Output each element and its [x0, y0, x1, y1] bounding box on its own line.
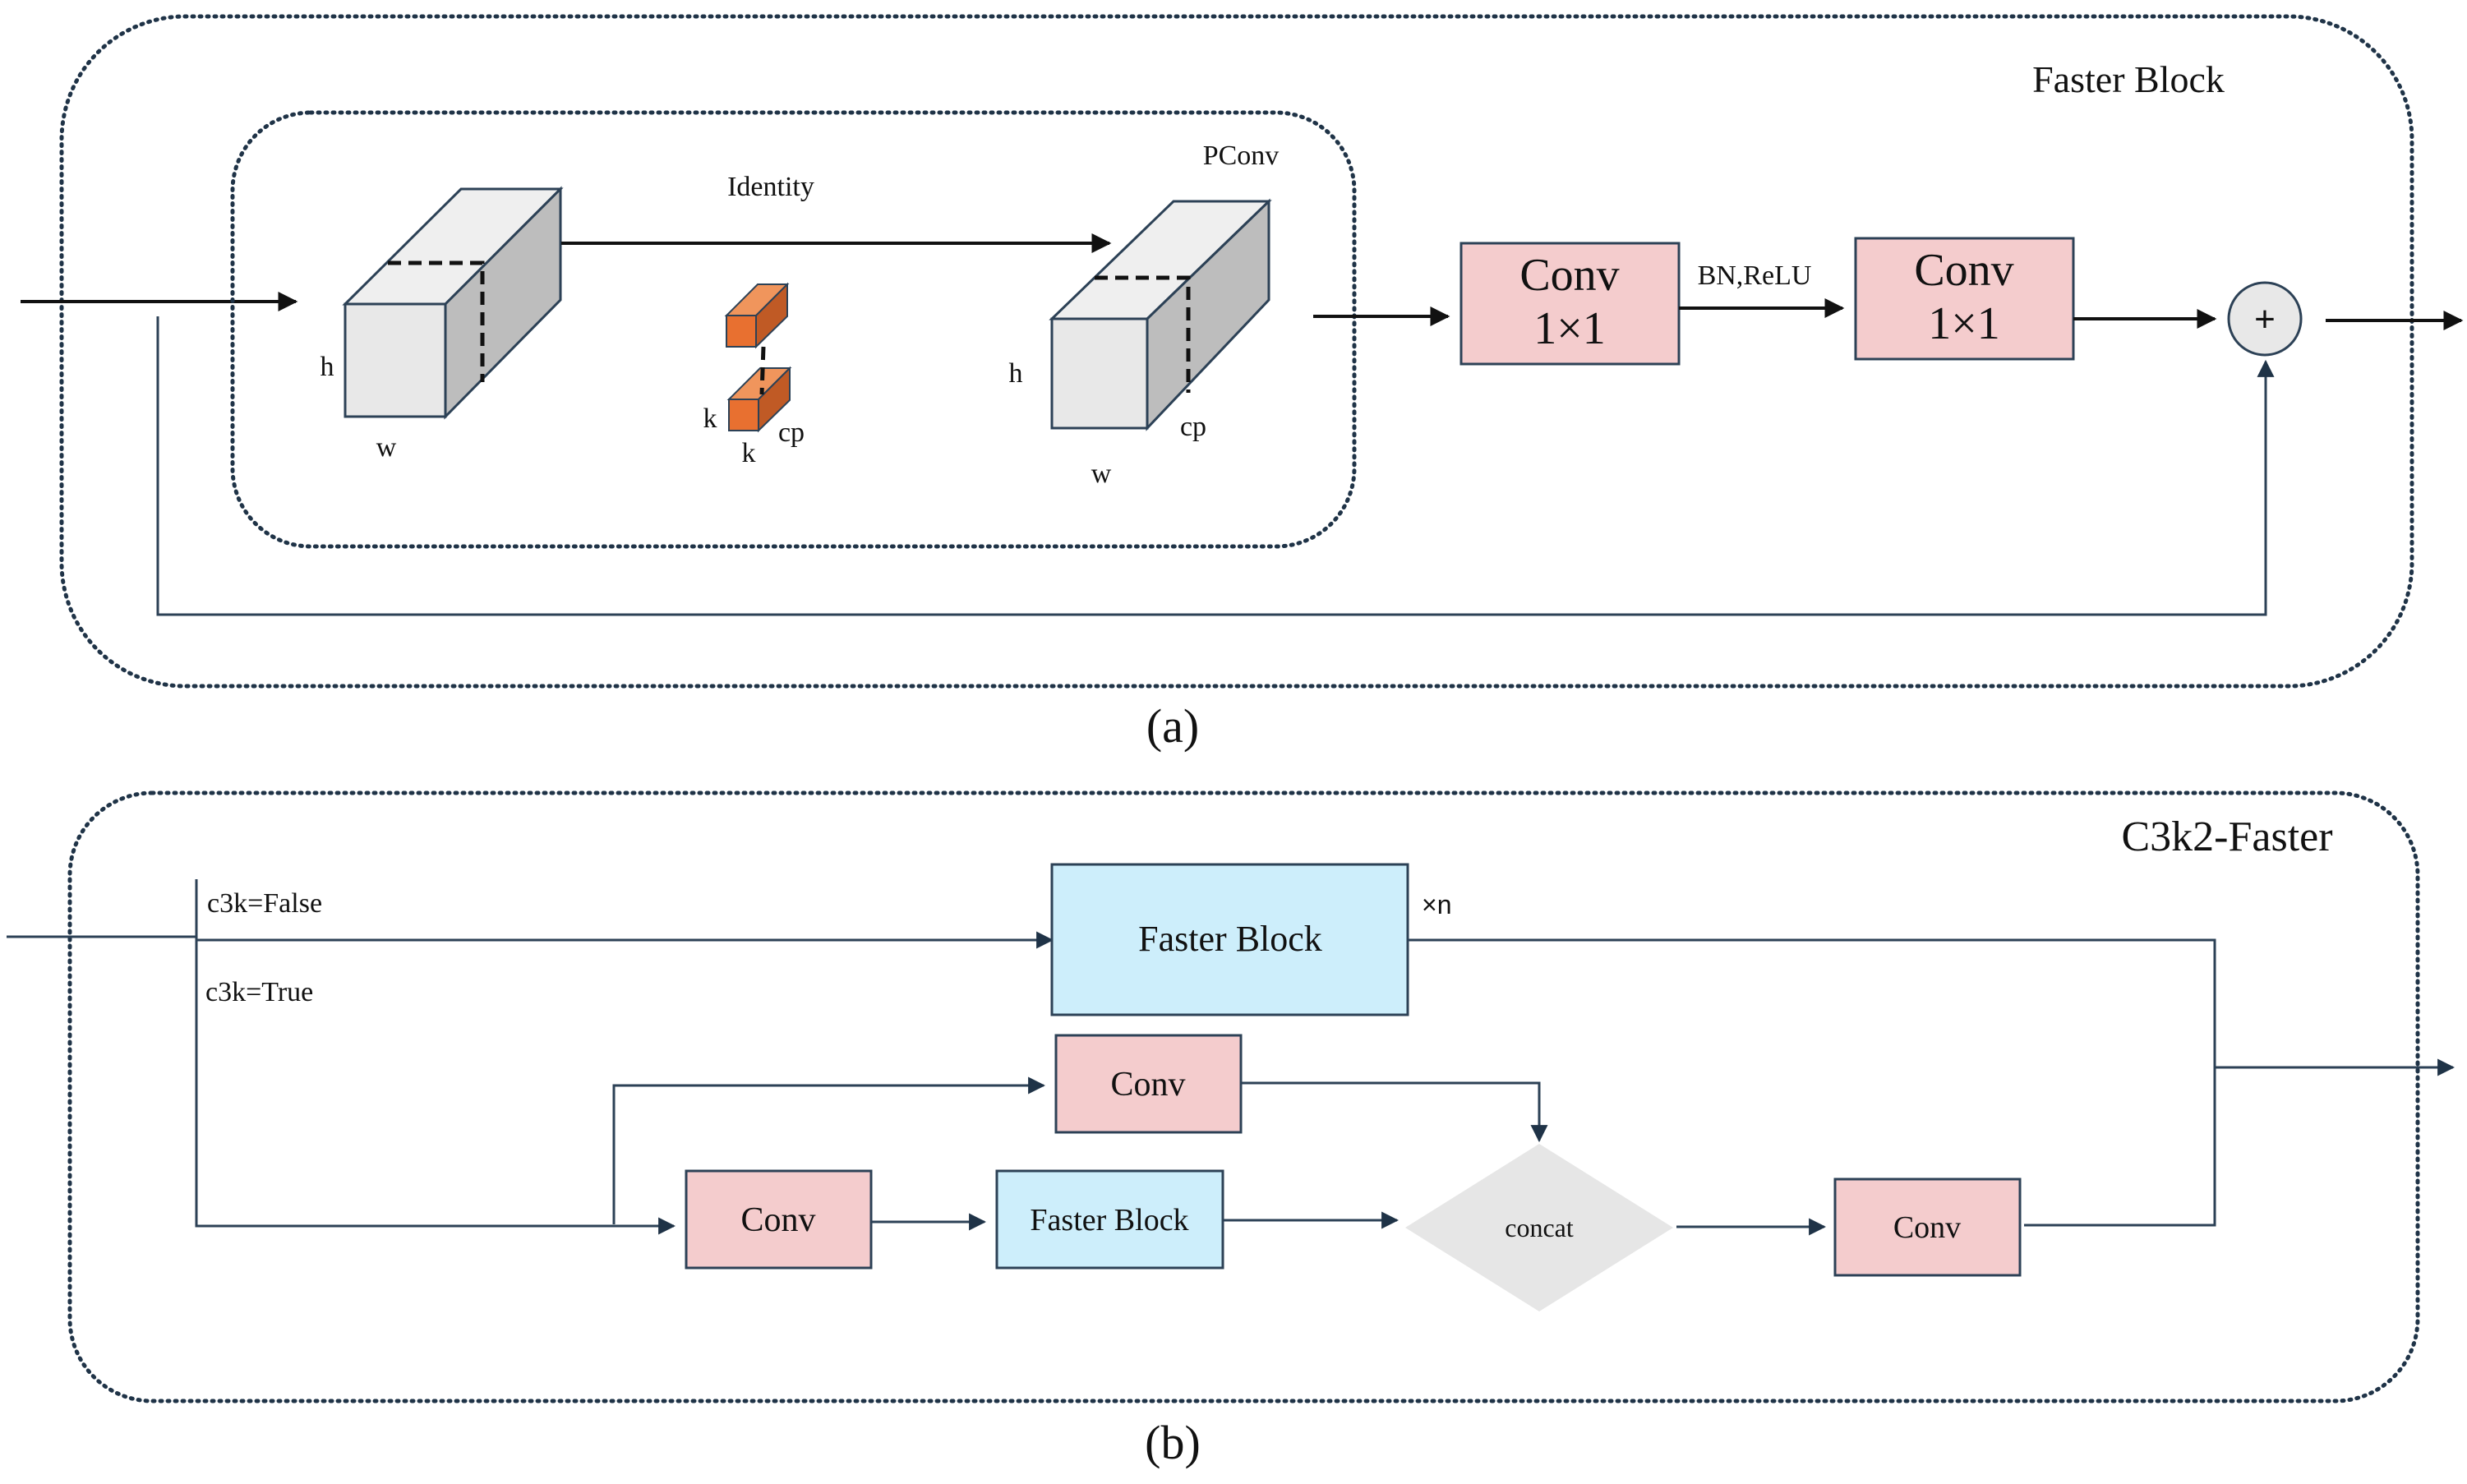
repeat-label: ×n: [1422, 890, 1451, 919]
conv1x1-second: Conv 1×1: [1854, 237, 2075, 361]
faster-block-bottom: Faster Block: [995, 1169, 1224, 1270]
panel-a-caption: (a): [1146, 699, 1199, 753]
conv-out-label: Conv: [1893, 1210, 1961, 1245]
add-symbol: +: [2254, 299, 2276, 339]
pconv-title: PConv: [1203, 141, 1280, 171]
panel-b-caption: (b): [1145, 1416, 1201, 1469]
conv-bottom-label: Conv: [740, 1201, 815, 1239]
add-node: +: [2227, 281, 2303, 357]
faster-block-bottom-box: [995, 1169, 1224, 1270]
residual-skip-connection: [156, 316, 2275, 616]
conv-mid-feed-line: [612, 1076, 1046, 1224]
conv-bottom: Conv: [685, 1169, 873, 1270]
faster-block-top-box: [1050, 863, 1409, 1016]
kernel-cp-label: cp: [778, 417, 805, 448]
conv1-box: [1459, 242, 1681, 366]
out-cube-partial-channel-dashes: [1095, 275, 1191, 393]
faster-block-top-label: Faster Block: [1138, 919, 1322, 959]
output-h-label: h: [1009, 358, 1023, 389]
faster-block-top: Faster Block ×n: [1050, 863, 1451, 1016]
conv-out: Conv: [1833, 1178, 2022, 1277]
conv2-line2: 1×1: [1928, 298, 2000, 349]
kernel-k-left-label: k: [703, 403, 717, 434]
pconv-module: PConv h w Identity: [230, 110, 1357, 549]
conv-mid-label: Conv: [1110, 1066, 1185, 1104]
concat-node: concat: [1405, 1144, 1673, 1311]
kernel-front-upper: [726, 315, 757, 348]
conv1-line2: 1×1: [1533, 303, 1606, 354]
panel-b-c3k2-faster: C3k2-Faster c3k=False c3k=True Faster Bl…: [7, 790, 2455, 1469]
conv-mid: Conv: [1054, 1034, 1243, 1134]
concat-diamond: [1405, 1144, 1673, 1311]
kernel-front-lower: [728, 399, 759, 431]
panel-b-title: C3k2-Faster: [2121, 813, 2332, 860]
kernel-k-bottom-label: k: [742, 438, 756, 468]
branch-false-label: c3k=False: [207, 888, 322, 919]
cube-partial-channel-dashes: [388, 260, 485, 382]
add-circle: [2227, 281, 2303, 357]
conv2-box: [1854, 237, 2075, 361]
conv-out-to-merge-line: [2024, 940, 2216, 1227]
bn-relu-label: BN,ReLU: [1698, 260, 1812, 291]
faster-block-bottom-label: Faster Block: [1030, 1203, 1188, 1237]
cube-front-face: [344, 302, 447, 418]
branch-true-label: c3k=True: [205, 977, 313, 1007]
true-branch-line: [195, 937, 676, 1235]
conv1-line1: Conv: [1519, 250, 1619, 301]
out-cube-front-face: [1050, 317, 1149, 430]
output-w-label: w: [1091, 459, 1112, 489]
conv1x1-first: Conv 1×1: [1459, 242, 1681, 366]
conv-mid-box: [1054, 1034, 1243, 1134]
input-tensor-cube: h w: [320, 186, 564, 463]
conv-out-box: [1833, 1178, 2022, 1277]
conv-mid-to-concat-line: [1241, 1081, 1548, 1143]
kernel-dashed-link: [759, 346, 766, 395]
panel-a-border: [59, 14, 2414, 689]
output-cp-label: cp: [1180, 412, 1206, 442]
identity-label: Identity: [727, 172, 814, 202]
conv-bottom-box: [685, 1169, 873, 1270]
input-w-label: w: [376, 432, 397, 463]
output-tensor-cube: h cp w: [1009, 198, 1272, 489]
panel-a-faster-block: Faster Block PConv h w Identity: [21, 14, 2464, 753]
conv-kernel: k k cp: [703, 282, 805, 468]
input-h-label: h: [320, 352, 334, 382]
panel-a-title: Faster Block: [2032, 58, 2225, 100]
concat-label: concat: [1505, 1213, 1574, 1242]
pconv-border: [230, 110, 1357, 549]
conv2-line1: Conv: [1914, 245, 2013, 296]
